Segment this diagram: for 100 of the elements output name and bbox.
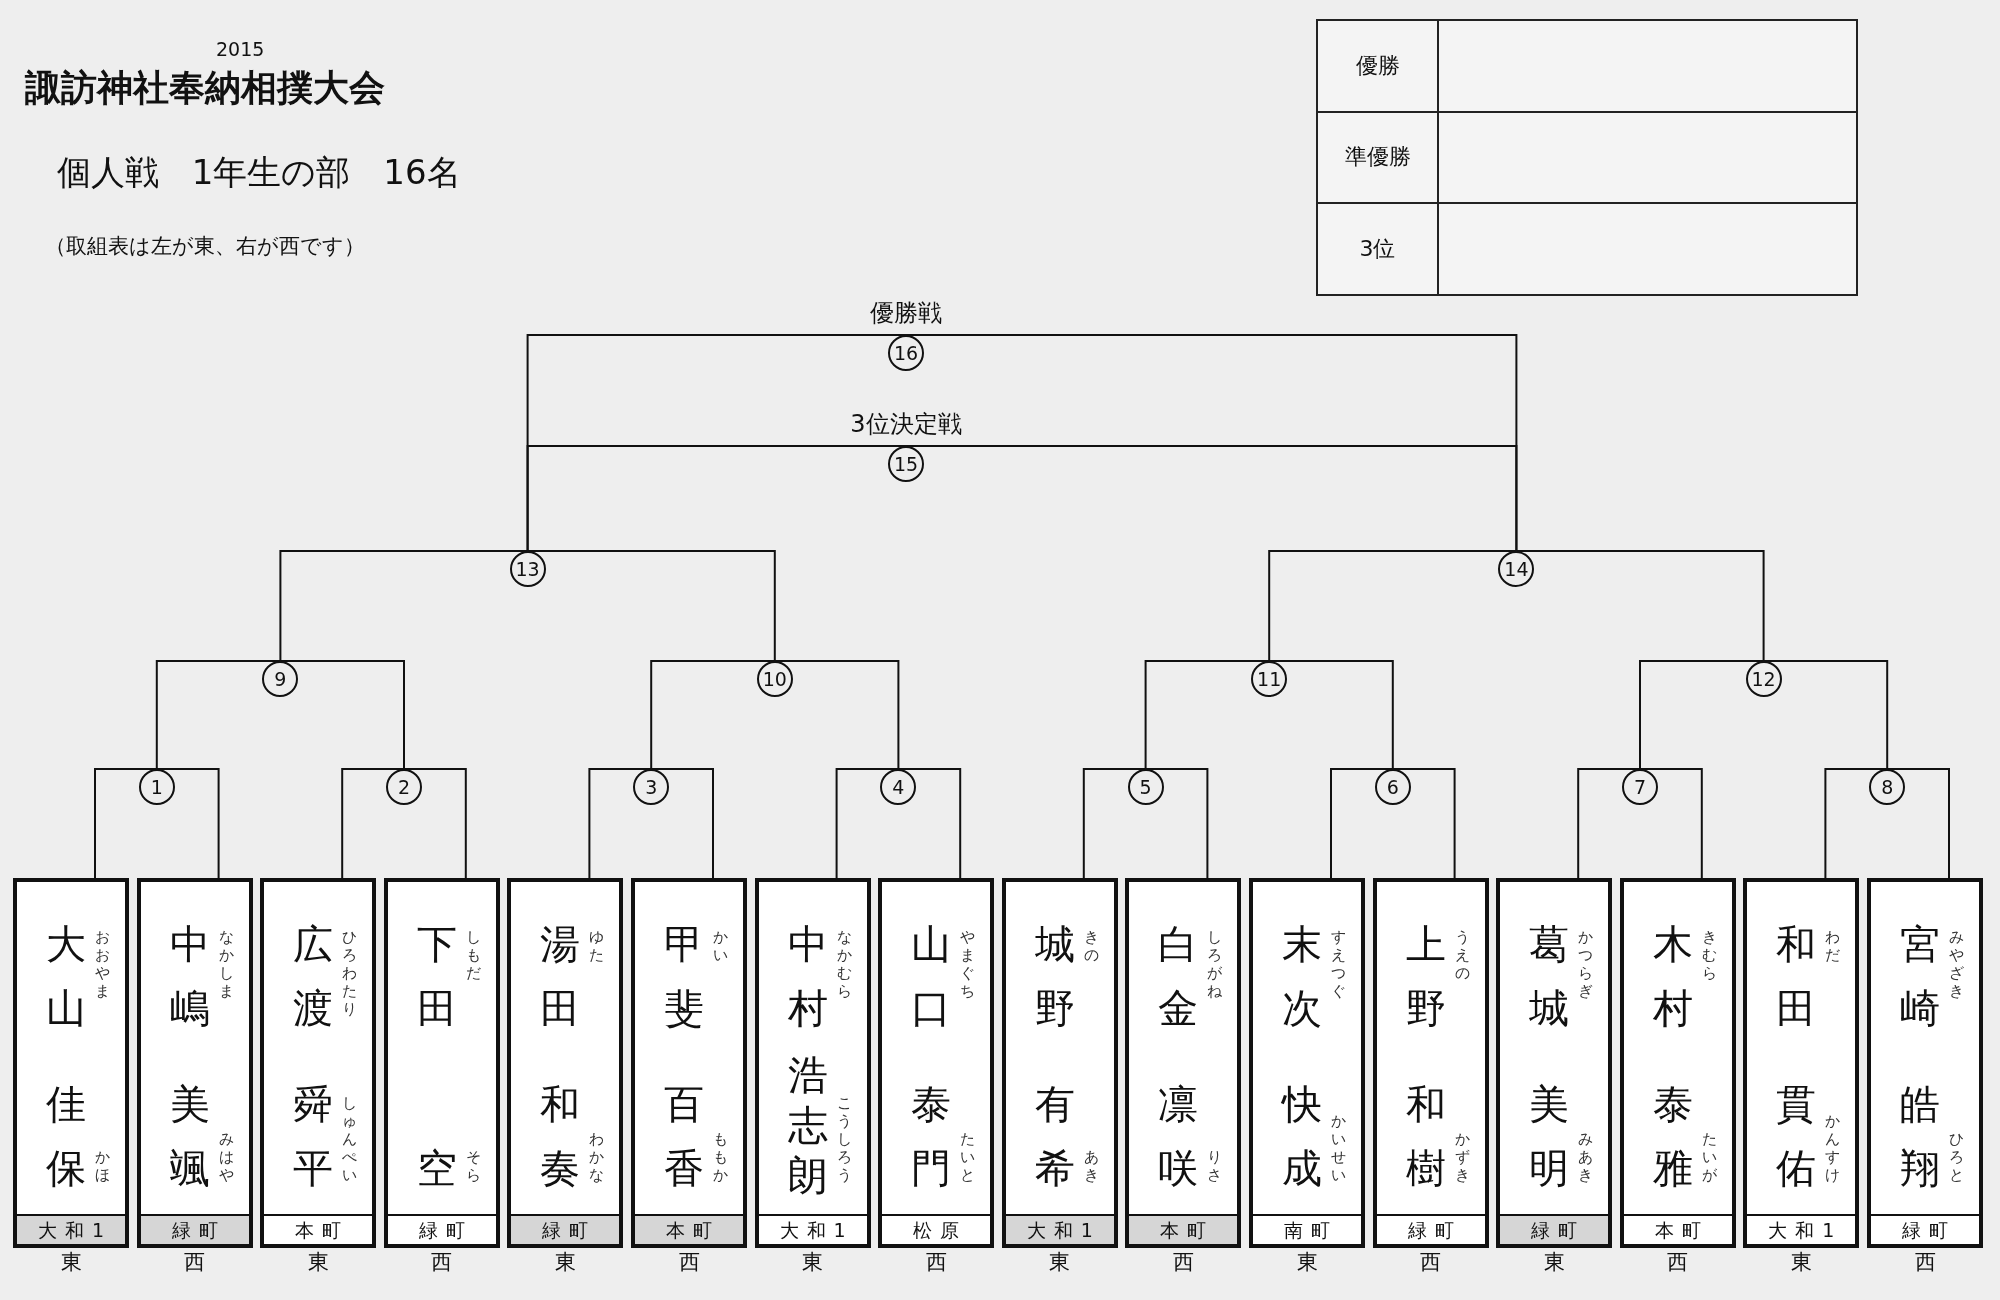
bracket-line	[279, 660, 405, 770]
bracket-line	[1762, 660, 1889, 770]
bracket-line	[905, 334, 1518, 552]
side-label: 西	[430, 1252, 454, 1273]
furigana: わだ	[1825, 928, 1841, 964]
match-number: 1	[138, 769, 175, 805]
match-number: 2	[386, 769, 422, 805]
side-label: 東	[306, 1252, 330, 1273]
name-text: 山口	[911, 920, 952, 1033]
name-text: 美明	[1529, 1080, 1570, 1193]
furigana: たいが	[1701, 1130, 1717, 1184]
match-number: 13	[509, 551, 546, 587]
furigana: なかしま	[218, 928, 234, 1000]
name-text: 有希	[1034, 1080, 1075, 1193]
name-text: 浩志朗	[787, 1051, 828, 1200]
match-number: 8	[1869, 769, 1906, 805]
furigana: かずき	[1454, 1130, 1470, 1184]
town-label: 大和1	[1005, 1214, 1114, 1244]
side-label: 西	[677, 1252, 701, 1273]
furigana: なかむら	[836, 928, 852, 1000]
name-text: 百香	[664, 1080, 704, 1193]
furigana: きむら	[1701, 928, 1717, 982]
bracket-line	[1144, 768, 1209, 879]
furigana: そら	[465, 1148, 481, 1184]
bracket-line	[155, 660, 282, 770]
bracket-line	[773, 660, 900, 770]
bracket-line	[1515, 550, 1765, 662]
furigana: ひろと	[1949, 1130, 1964, 1184]
name-text: 宮崎	[1900, 920, 1940, 1033]
bracket-line	[1639, 768, 1703, 879]
name-text: 美颯	[169, 1080, 210, 1193]
furigana: しろがね	[1207, 928, 1223, 1000]
furigana: たいと	[960, 1130, 976, 1184]
furigana: しゅんぺい	[342, 1094, 358, 1184]
bracket-line	[1082, 768, 1147, 879]
furigana: みやざき	[1949, 928, 1964, 1000]
furigana: りさ	[1207, 1148, 1223, 1184]
bracket-line	[279, 550, 529, 662]
town-label: 緑町	[140, 1214, 249, 1244]
bracket-line	[835, 768, 900, 879]
match-number: 6	[1374, 769, 1411, 805]
bracket-line	[1577, 768, 1641, 879]
bracket-line	[1268, 550, 1518, 662]
year-label: 2015	[216, 40, 265, 59]
side-label: 東	[1789, 1252, 1813, 1273]
furigana: わかな	[589, 1130, 605, 1184]
bracket-line	[1391, 768, 1456, 879]
town-label: 緑町	[1500, 1214, 1609, 1244]
bracket-line	[650, 660, 776, 770]
match-number: 12	[1745, 661, 1782, 697]
name-text: 白金	[1158, 920, 1199, 1033]
bracket-line	[1824, 768, 1889, 879]
subtitle: 個人戦 1年生の部 16名	[57, 155, 461, 189]
town-label: 本町	[1129, 1214, 1238, 1244]
match-number: 3	[633, 769, 670, 805]
match-number: 7	[1622, 769, 1658, 805]
bracket-line	[1886, 768, 1950, 879]
side-label: 東	[553, 1252, 577, 1273]
furigana: かいせい	[1331, 1112, 1346, 1184]
name-text: 大山	[46, 920, 86, 1033]
table-cell: 優勝	[1317, 20, 1438, 112]
furigana: かほ	[95, 1148, 110, 1184]
name-text: 和樹	[1405, 1080, 1446, 1193]
name-text: 甲斐	[664, 920, 704, 1033]
match-number: 5	[1127, 769, 1164, 805]
name-text: 和奏	[540, 1080, 581, 1193]
furigana: かんすけ	[1825, 1112, 1841, 1184]
name-text: 湯田	[540, 920, 581, 1033]
furigana: かつらぎ	[1578, 928, 1594, 1000]
name-text: 凛咲	[1158, 1080, 1199, 1193]
bracket-line	[341, 768, 405, 879]
match-number: 16	[888, 335, 924, 371]
name-text: 中村	[787, 920, 828, 1033]
name-text: 上野	[1405, 920, 1446, 1033]
furigana: かい	[713, 928, 728, 964]
bracket-line	[1268, 660, 1394, 770]
name-text: 葛城	[1529, 920, 1570, 1033]
name-text: 空	[416, 1144, 457, 1193]
furigana: みあき	[1578, 1130, 1594, 1184]
match-title: 優勝戦	[869, 301, 943, 325]
match-number: 14	[1498, 551, 1535, 587]
bracket-line	[588, 768, 653, 879]
furigana: こうしろう	[836, 1094, 852, 1184]
table-cell: 3位	[1317, 203, 1438, 295]
furigana: ももか	[713, 1130, 728, 1184]
furigana: しもだ	[465, 928, 481, 982]
side-label: 西	[924, 1252, 948, 1273]
bracket-line	[94, 768, 158, 879]
match-number: 15	[888, 446, 924, 482]
town-label: 本町	[635, 1214, 743, 1244]
name-text: 木村	[1652, 920, 1693, 1033]
furigana: おおやま	[95, 928, 110, 1000]
bracket-line	[526, 550, 776, 662]
town-label: 大和1	[17, 1214, 125, 1244]
name-text: 快成	[1282, 1080, 1322, 1193]
match-number: 10	[756, 661, 793, 697]
side-label: 西	[183, 1252, 207, 1273]
side-label: 西	[1171, 1252, 1195, 1273]
match-title: 3位決定戦	[849, 412, 963, 436]
bracket-line	[650, 768, 714, 879]
